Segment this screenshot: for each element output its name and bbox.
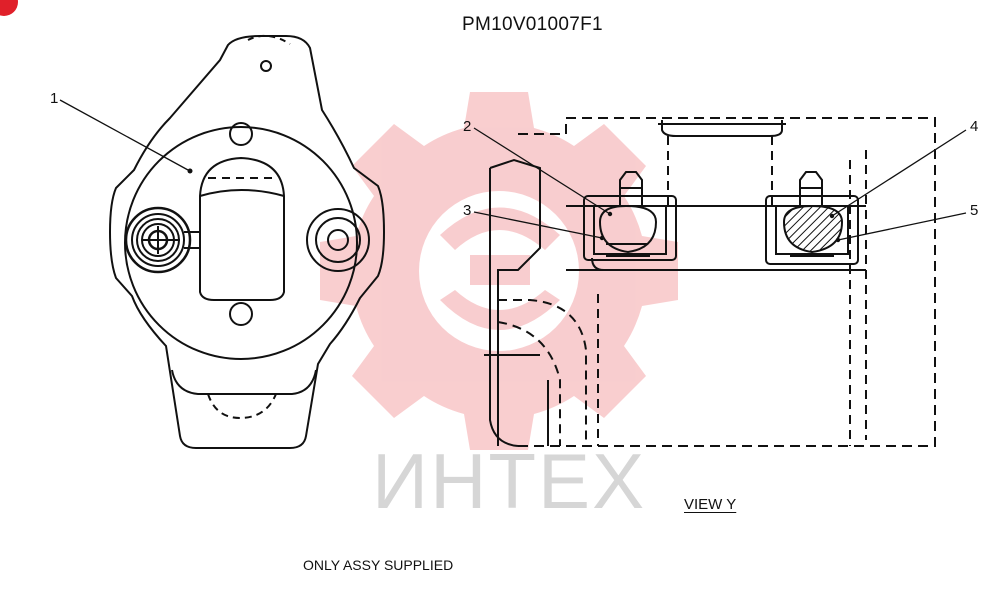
front-view [59, 34, 386, 449]
view-label: VIEW Y [684, 496, 737, 513]
corner-badge-icon [0, 0, 18, 16]
callout-3: 3 [463, 202, 472, 219]
callout-1: 1 [50, 90, 59, 107]
watermark-text: ИНТЕХ [372, 437, 647, 525]
assembly-note: ONLY ASSY SUPPLIED [303, 557, 454, 573]
callout-2: 2 [463, 118, 472, 135]
callout-4: 4 [970, 118, 979, 135]
drawing-title: PM10V01007F1 [462, 14, 603, 35]
callout-5: 5 [970, 202, 979, 219]
side-view [473, 117, 967, 447]
